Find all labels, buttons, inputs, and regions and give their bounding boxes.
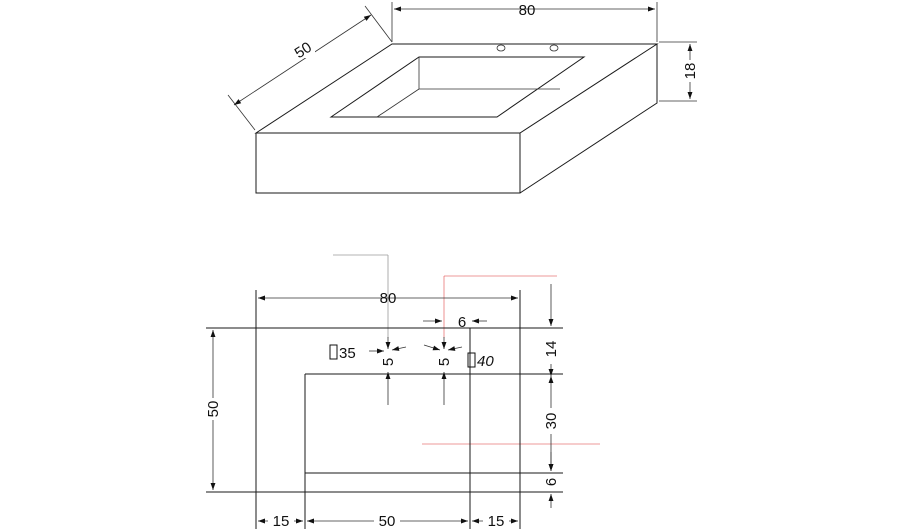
basin-width-label: 50 — [379, 513, 396, 529]
iso-basin-inner-back-wall — [418, 57, 560, 90]
left-margin-label: 15 — [273, 513, 290, 529]
front-margin-label: 6 — [543, 478, 560, 486]
iso-depth-label: 50 — [292, 39, 315, 62]
plan-depth-label: 50 — [205, 401, 222, 418]
iso-height-label: 18 — [682, 63, 699, 80]
hole-right-offset-label: 5 — [436, 358, 453, 366]
hole-right-diameter-symbol — [467, 352, 476, 368]
iso-depth-extension-back — [364, 5, 393, 43]
iso-tap-hole-left — [496, 44, 506, 52]
iso-right-face — [519, 44, 658, 194]
iso-width-label: 80 — [519, 2, 536, 19]
hole-left-leader-out — [391, 346, 407, 351]
iso-front-face — [255, 133, 521, 194]
hole-left-offset-label: 5 — [380, 358, 397, 366]
hole-right-diameter-label: 40 — [477, 353, 494, 370]
iso-tap-hole-right — [549, 44, 559, 52]
plan-view: 80 50 6 35 5 40 5 14 30 — [204, 254, 600, 529]
hole-right-leader-out — [447, 346, 463, 351]
hole-right-leader-in — [423, 344, 441, 351]
basin-depth-label: 30 — [543, 413, 560, 430]
hole-spacing-label: 6 — [458, 314, 466, 331]
hole-left-diameter-label: 35 — [339, 345, 356, 362]
hole-left-diameter-symbol — [329, 344, 338, 360]
iso-depth-dimension-line — [233, 14, 372, 106]
iso-basin-inner-left-wall — [376, 88, 420, 118]
iso-basin-opening — [329, 56, 586, 118]
back-margin-label: 14 — [543, 341, 560, 358]
iso-depth-extension-front — [227, 94, 256, 131]
right-margin-label: 15 — [488, 513, 505, 529]
isometric-view: 80 50 18 — [227, 2, 699, 194]
plan-width-label: 80 — [380, 290, 397, 307]
